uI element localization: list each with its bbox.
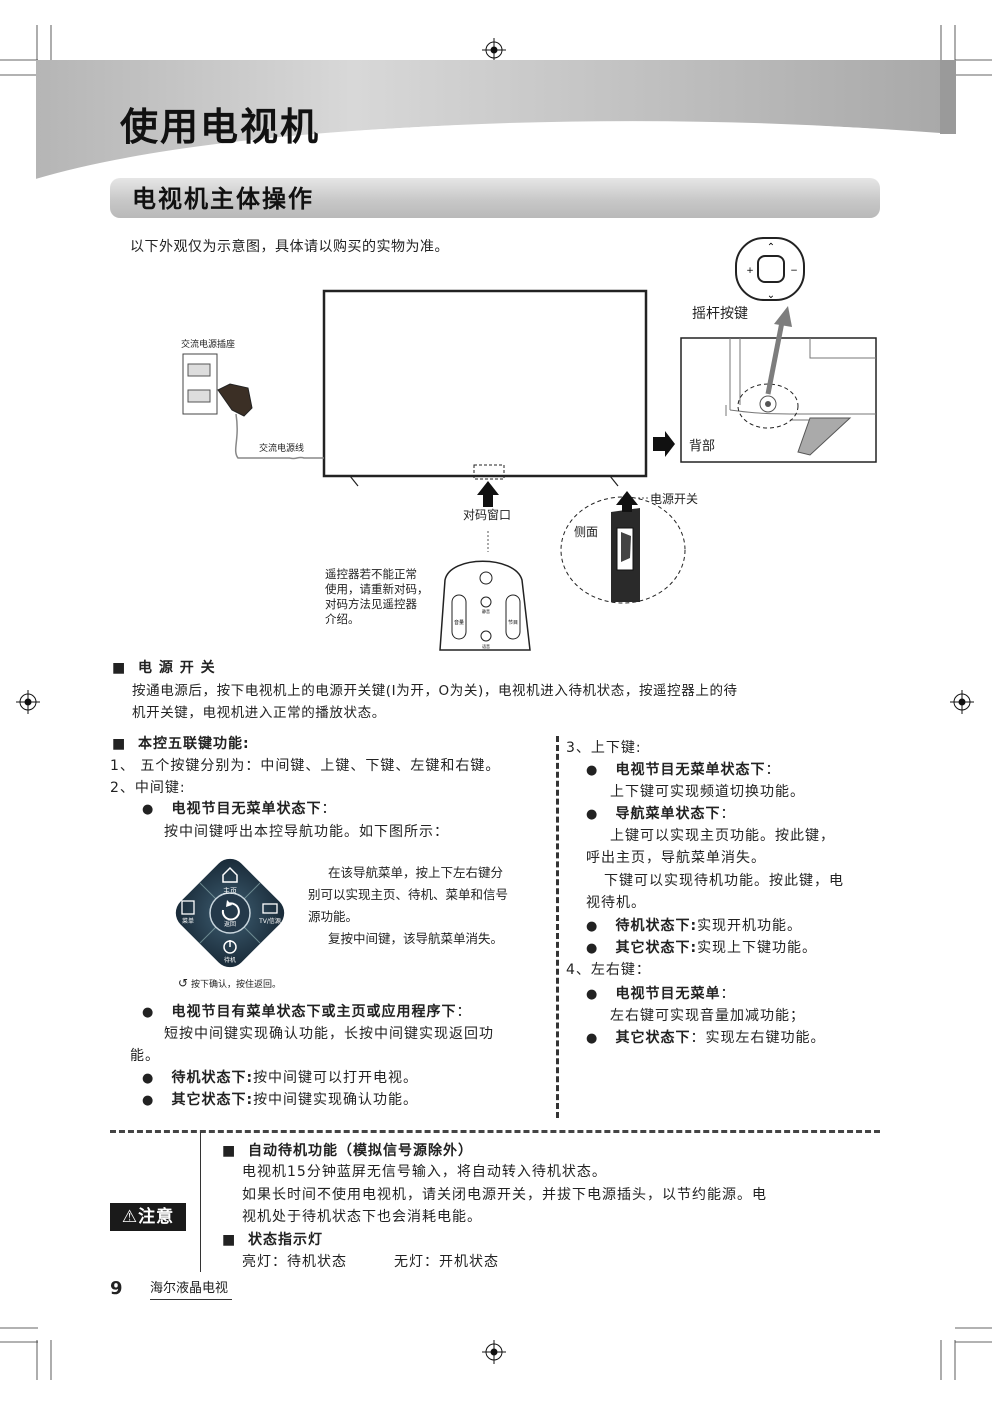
r-nav-text-2: 呼出主页，导航菜单消失。 <box>586 850 766 866</box>
footer-brand: 海尔液晶电视 <box>150 1279 233 1300</box>
section-bar <box>110 178 880 218</box>
nav-menu-graphic: 主页 菜单 返回 TV/信源 待机 <box>175 858 285 968</box>
svg-text:待机: 待机 <box>224 956 236 964</box>
notice-line-4: 亮灯：待机状态 <box>242 1254 347 1270</box>
power-heading: 电 源 开 关 <box>112 658 216 678</box>
five-way-item-1: 1、 五个按键分别为：中间键、上键、下键、左键和右键。 <box>110 758 501 774</box>
bullet-no-menu: 电视节目无菜单状态下： <box>142 799 336 820</box>
r-bullet-lr-no-menu: 电视节目无菜单： <box>586 984 735 1005</box>
five-way-heading: 本控五联键功能: <box>112 734 250 754</box>
svg-text:菜单: 菜单 <box>182 917 194 925</box>
ir-window-label: 对码窗口 <box>463 508 512 522</box>
bullet-with-menu: 电视节目有菜单状态下或主页或应用程序下： <box>142 1002 471 1023</box>
svg-text:节目: 节目 <box>508 620 518 626</box>
r-bullet-other: 其它状态下:实现上下键功能。 <box>586 938 817 959</box>
svg-text:静音: 静音 <box>482 608 490 614</box>
svg-text:TV/信源: TV/信源 <box>258 917 281 925</box>
notice-line-5: 无灯：开机状态 <box>394 1254 499 1270</box>
bullet-standby: 待机状态下:按中间键可以打开电视。 <box>142 1068 418 1089</box>
tv-front <box>322 289 648 478</box>
svg-text:音量: 音量 <box>454 619 464 626</box>
r-nav-text-4: 视待机。 <box>586 895 646 911</box>
joystick-label: 摇杆按键 <box>692 306 748 322</box>
r-nav-text-3: 下键可以实现待机功能。按此键，电 <box>604 873 844 889</box>
ac-cord-label: 交流电源线 <box>259 444 305 454</box>
ac-socket-label: 交流电源插座 <box>181 340 236 350</box>
nav-caption: ↺ 按下确认，按住返回。 <box>178 976 281 990</box>
section-title: 电视机主体操作 <box>132 185 314 213</box>
tv-diagram: ⌃ ⌄ + − 音量 节目 静音 语音 <box>182 237 877 651</box>
item-4: 4、左右键： <box>566 962 651 978</box>
header-banner <box>36 60 956 185</box>
r-bullet-no-menu: 电视节目无菜单状态下： <box>586 760 780 781</box>
column-divider <box>556 736 559 1118</box>
r-bullet-standby: 待机状态下:实现开机功能。 <box>586 916 802 937</box>
notice-divider <box>110 1130 880 1133</box>
power-switch-label: 电源开关 <box>650 492 699 506</box>
power-text-1: 按通电源后，按下电视机上的电源开关键(I为开，O为关)，电视机进入待机状态，按遥… <box>132 683 738 699</box>
warning-icon: ⚠ <box>121 1207 139 1227</box>
r-lr-text: 左右键可实现音量加减功能； <box>610 1008 805 1024</box>
return-icon: ↺ <box>178 976 189 990</box>
notice-badge: ⚠注意 <box>110 1203 186 1231</box>
remote-illustration <box>439 560 531 651</box>
item-3: 3、上下键: <box>566 740 642 756</box>
page-title: 使用电视机 <box>120 105 321 149</box>
notice-vline <box>200 1132 201 1272</box>
r-bullet-nav: 导航菜单状态下： <box>586 804 735 825</box>
notice-line-3: 视机处于待机状态下也会消耗电能。 <box>242 1209 482 1225</box>
notice-line-1: 电视机15分钟蓝屏无信号输入，将自动转入待机状态。 <box>242 1164 607 1180</box>
power-text-2: 机开关键，电视机进入正常的播放状态。 <box>132 705 386 721</box>
notice-line-2: 如果长时间不使用电视机，请关闭电源开关，并拔下电源插头，以节约能源。电 <box>242 1187 767 1203</box>
svg-text:⌄: ⌄ <box>767 290 775 301</box>
side-label: 侧面 <box>574 525 599 539</box>
remote-note: 遥控器若不能正常 使用，请重新对码， 对码方法见遥控器 介绍。 <box>325 567 429 626</box>
with-menu-text-2: 能。 <box>130 1048 160 1064</box>
page-number: 9 <box>110 1278 124 1299</box>
no-menu-text: 按中间键呼出本控导航功能。如下图所示： <box>164 824 449 840</box>
r-bullet-lr-other: 其它状态下：实现左右键功能。 <box>586 1028 825 1049</box>
svg-text:返回: 返回 <box>224 921 236 928</box>
with-menu-text-1: 短按中间键实现确认功能，长按中间键实现返回功 <box>164 1026 494 1042</box>
intro-text: 以下外观仅为示意图，具体请以购买的实物为准。 <box>130 239 449 255</box>
r-nav-text-1: 上键可以实现主页功能。按此键， <box>610 828 835 844</box>
r-no-menu-text: 上下键可实现频道切换功能。 <box>610 784 805 800</box>
nav-description: 在该导航菜单，按上下左右键分 别可以实现主页、待机、菜单和信号 源功能。 复按中… <box>308 865 509 946</box>
five-way-item-2: 2、中间键: <box>110 780 186 796</box>
back-label: 背部 <box>689 439 716 454</box>
notice-heading-2: 状态指示灯 <box>222 1230 323 1250</box>
svg-text:⌃: ⌃ <box>767 242 775 253</box>
svg-text:+: + <box>746 266 754 276</box>
svg-text:−: − <box>790 266 798 276</box>
svg-text:主页: 主页 <box>223 886 237 895</box>
notice-heading-1: 自动待机功能（模拟信号源除外） <box>222 1141 473 1161</box>
svg-text:语音: 语音 <box>482 643 490 649</box>
bullet-other: 其它状态下:按中间键实现确认功能。 <box>142 1090 418 1111</box>
